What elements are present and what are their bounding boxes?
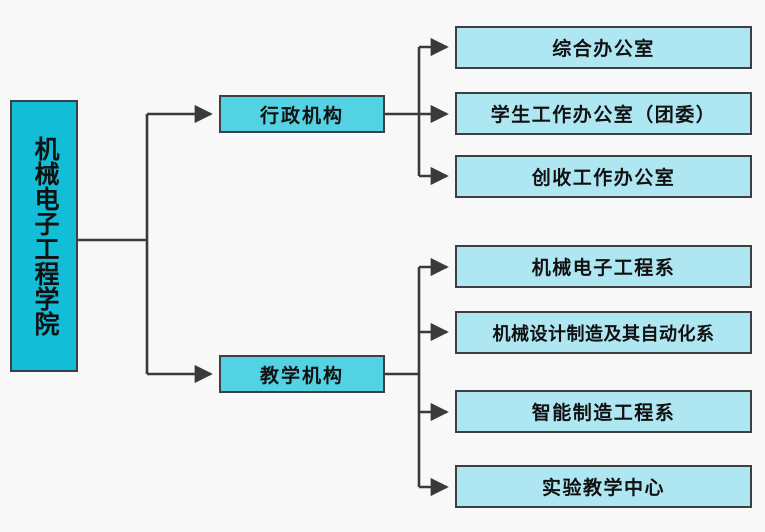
leaf-node-mechatronic-engineering-dept: 机械电子工程系 xyxy=(455,245,752,288)
leaf-node-general-office: 综合办公室 xyxy=(455,26,752,69)
branch-node-administrative: 行政机构 xyxy=(219,95,385,133)
leaf-node-revenue-office: 创收工作办公室 xyxy=(455,155,752,198)
leaf-node-mechanical-design-automation-dept: 机械设计制造及其自动化系 xyxy=(455,311,752,354)
branch-node-teaching: 教学机构 xyxy=(219,355,385,393)
leaf-node-student-affairs-office: 学生工作办公室（团委） xyxy=(455,92,752,135)
leaf-node-intelligent-manufacturing-dept: 智能制造工程系 xyxy=(455,390,752,433)
root-node-college: 机械电子工程学院 xyxy=(10,100,78,372)
leaf-node-experimental-teaching-center: 实验教学中心 xyxy=(455,465,752,508)
